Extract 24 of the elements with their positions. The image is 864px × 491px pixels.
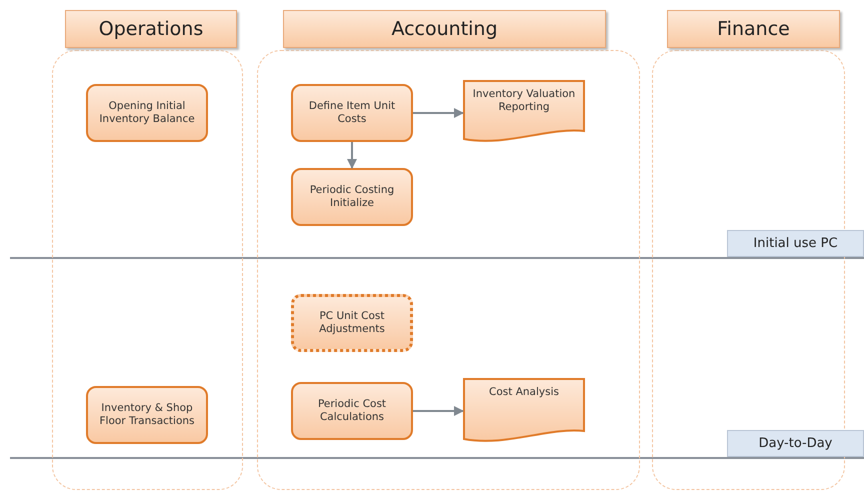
document-shape bbox=[463, 80, 585, 145]
node-text: Periodic Costing Initialize bbox=[308, 184, 396, 210]
phase-tab: Initial use PC bbox=[727, 230, 864, 257]
node-text: Cost Analysis bbox=[488, 386, 560, 399]
process-box bbox=[291, 84, 413, 142]
arrow bbox=[413, 406, 464, 416]
process-box bbox=[291, 294, 413, 352]
lane-header: Finance bbox=[667, 10, 840, 48]
node-text: Periodic Cost Calculations bbox=[316, 398, 388, 424]
node-text: Inventory Valuation Reporting bbox=[472, 88, 576, 114]
arrow bbox=[413, 108, 464, 118]
node-text: Opening Initial Inventory Balance bbox=[98, 100, 196, 126]
arrow bbox=[347, 142, 357, 169]
lane-header: Operations bbox=[65, 10, 237, 48]
node-text: PC Unit Cost Adjustments bbox=[318, 310, 386, 336]
phase-tab: Day-to-Day bbox=[727, 430, 864, 457]
process-box bbox=[291, 168, 413, 226]
process-box bbox=[86, 84, 208, 142]
node-text: Define Item Unit Costs bbox=[308, 100, 396, 126]
node-text: Inventory & Shop Floor Transactions bbox=[98, 402, 196, 428]
lane-header: Accounting bbox=[283, 10, 606, 48]
document-shape bbox=[463, 378, 585, 445]
process-box bbox=[291, 382, 413, 440]
process-box bbox=[86, 386, 208, 444]
